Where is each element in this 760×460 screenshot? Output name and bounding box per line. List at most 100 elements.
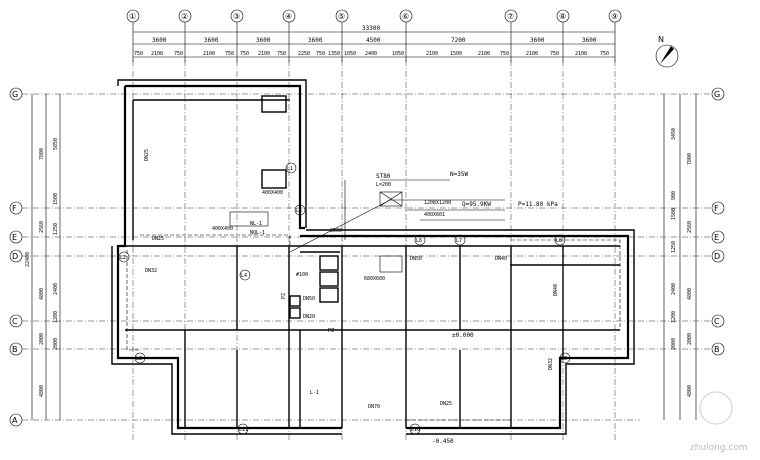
tag-label: L1 (287, 166, 293, 172)
axis-bubble-8: ⑧ (556, 9, 570, 23)
interior-walls (125, 95, 620, 428)
label-elevation: -0.450 (432, 438, 454, 445)
equipment (289, 191, 403, 319)
axis-label: B (12, 345, 18, 354)
right-dimension: 3450 (671, 128, 677, 140)
tag-label: L7 (456, 238, 462, 244)
axis-bubble-7: ⑦ (504, 9, 518, 23)
left-sub-dimension: 1500 (53, 193, 59, 205)
axis-label: ③ (233, 12, 240, 21)
sub-dimension: 2400 (365, 51, 377, 57)
top-dimensions: 33300 3600 3600 3600 3600 4500 7200 3600… (132, 22, 616, 62)
left-dimension: 2000 (39, 333, 45, 345)
axis-label: ⑧ (559, 12, 566, 21)
label-pz: PZ (328, 328, 334, 334)
axis-label: G (714, 90, 720, 99)
sub-dimension: 2100 (478, 51, 490, 57)
label-size: 400X400 (262, 190, 283, 196)
label-pipe: DN70 (368, 404, 380, 410)
label-size: 1208X1200 (424, 200, 451, 206)
left-dimension: 7800 (39, 148, 45, 160)
label-pipe: DN40 (495, 256, 507, 262)
sub-dimension: 750 (277, 51, 286, 57)
right-axis-bubbles: G F E D C B (711, 87, 725, 356)
label-pipe: DN50 (303, 296, 315, 302)
top-axis-bubbles: ① ② ③ ④ ⑤ ⑥ ⑦ ⑧ ⑨ (126, 9, 622, 23)
sub-dimension: 2100 (203, 51, 215, 57)
bay-dimension: 4500 (366, 37, 381, 44)
label-pz: PZ (281, 293, 287, 299)
building-outline (111, 79, 635, 435)
bay-dimension: 3600 (530, 37, 545, 44)
label-pipe: #100 (296, 272, 308, 278)
sub-dimension: 2100 (426, 51, 438, 57)
tag-label: L3 (136, 356, 142, 362)
overall-dimension: 33300 (362, 25, 380, 32)
label-size: 400X400 (212, 226, 233, 232)
left-axis-bubbles: G F E D C B A (9, 87, 23, 427)
axis-label: E (714, 233, 719, 242)
sub-dimension: 1500 (450, 51, 462, 57)
label-riser: L-1 (310, 390, 319, 396)
right-sub-dimension: 1200 (671, 311, 677, 323)
axis-bubble-2: ② (178, 9, 192, 23)
axis-bubble-1: ① (126, 9, 140, 23)
axis-bubble-9: ⑨ (608, 9, 622, 23)
label-pipe: DN20 (303, 314, 315, 320)
bay-dimension: 3600 (308, 37, 323, 44)
axis-label: ① (129, 12, 136, 21)
sub-dimension: 750 (500, 51, 509, 57)
axis-label: C (12, 317, 18, 326)
label-pipe: DN25 (144, 149, 150, 161)
sub-dimension: 2100 (151, 51, 163, 57)
right-dimensions: 3450 7800 2560 4800 2000 4800 900 1500 1… (663, 94, 697, 420)
axis-label: ⑦ (507, 12, 514, 21)
right-sub-dimension: 2000 (671, 338, 677, 350)
left-sub-dimension: 2000 (53, 338, 59, 350)
sub-dimension: 2100 (258, 51, 270, 57)
axis-label: F (12, 204, 17, 213)
tag-label: L5 (296, 208, 302, 214)
axis-bubble-4: ④ (282, 9, 296, 23)
annotations: ST80 L=200 N=35W Q=95.9KW P=11.80 kPa 12… (144, 149, 559, 445)
bay-dimension: 7200 (451, 37, 466, 44)
sub-dimension: 750 (225, 51, 234, 57)
tag-label: L6 (416, 238, 422, 244)
right-dimension: 4800 (687, 288, 693, 300)
sub-dimension: 2100 (526, 51, 538, 57)
left-total-dimension: 22400 (25, 252, 31, 267)
label-length: L=200 (376, 182, 391, 188)
right-sub-dimension: 1250 (671, 241, 677, 253)
axis-label: ⑤ (338, 12, 345, 21)
right-dimension: 2000 (687, 333, 693, 345)
right-dimension: 7800 (687, 153, 693, 165)
label-riser: NL-1 (250, 221, 262, 227)
pipe-network (126, 179, 621, 421)
axis-bubble-5: ⑤ (335, 9, 349, 23)
label-size: 400X601 (424, 212, 445, 218)
label-st80: ST80 (376, 173, 391, 180)
tag-label: L11 (239, 427, 248, 433)
tag-label: L10 (411, 427, 420, 433)
axis-bubble-3: ③ (230, 9, 244, 23)
label-heat-load: Q=95.9KW (462, 201, 491, 208)
right-dimension: 2560 (687, 221, 693, 233)
axis-label: E (12, 233, 17, 242)
axis-label: F (714, 204, 719, 213)
axis-label: D (12, 252, 18, 261)
watermark: zhulong.com (690, 391, 748, 453)
tag-label: L2 (120, 255, 126, 261)
sub-dimension: 750 (174, 51, 183, 57)
bay-dimension: 3600 (256, 37, 271, 44)
right-dimension: 4800 (687, 385, 693, 397)
sub-dimension: 2250 (298, 51, 310, 57)
label-elevation: ±0.000 (452, 332, 474, 339)
left-dimension: 2560 (39, 221, 45, 233)
axis-label: ⑥ (402, 12, 409, 21)
axis-label: B (714, 345, 720, 354)
right-sub-dimension: 2400 (671, 283, 677, 295)
tag-label: L4 (241, 273, 247, 279)
left-sub-dimension: 2400 (53, 283, 59, 295)
left-dimension: 4800 (39, 385, 45, 397)
axis-label: ④ (285, 12, 292, 21)
